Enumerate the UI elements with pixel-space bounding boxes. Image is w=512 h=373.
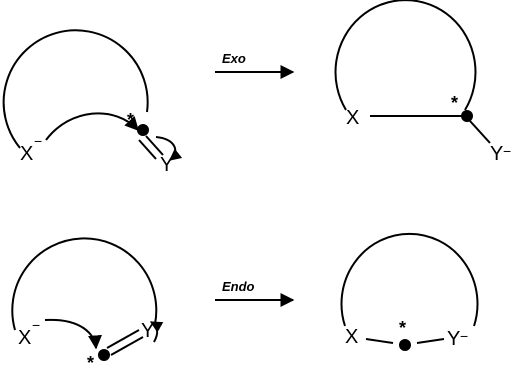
electron-shift-arrow bbox=[149, 321, 164, 343]
nucleophile-attack-arrow bbox=[45, 112, 139, 141]
exo-label: Exo bbox=[222, 51, 246, 66]
y-label: Y bbox=[447, 328, 460, 350]
negative-charge: − bbox=[503, 143, 511, 159]
reactive-carbon-atom bbox=[461, 110, 473, 122]
y-label: Y bbox=[490, 143, 503, 165]
exo-reaction-arrow: Exo bbox=[215, 51, 295, 79]
bond-carbon-to-y bbox=[416, 338, 445, 344]
exo-reactant: X − * Y bbox=[2, 29, 183, 176]
ring-arc bbox=[340, 232, 479, 327]
negative-charge: − bbox=[32, 317, 40, 333]
exo-product: X * Y − bbox=[334, 0, 511, 165]
endo-label: Endo bbox=[222, 279, 255, 294]
negative-charge: − bbox=[34, 133, 42, 149]
single-bond-to-y bbox=[469, 120, 491, 144]
label-star: * bbox=[127, 110, 134, 130]
double-bond-line-2 bbox=[138, 139, 157, 160]
electron-shift-arrow bbox=[155, 136, 183, 161]
ring-arc bbox=[11, 237, 158, 331]
endo-reactant: X − * Y bbox=[11, 237, 164, 373]
double-bond-line-1 bbox=[106, 329, 140, 349]
double-bond-line-2 bbox=[110, 336, 144, 356]
label-star: * bbox=[399, 318, 406, 338]
bond-x-to-carbon bbox=[365, 338, 394, 344]
reactive-carbon-atom bbox=[399, 339, 411, 351]
endo-reaction-arrow: Endo bbox=[215, 279, 295, 307]
label-star: * bbox=[451, 93, 458, 113]
endo-product: X * Y − bbox=[340, 232, 479, 351]
y-label: Y bbox=[160, 154, 173, 176]
x-label: X bbox=[346, 107, 359, 129]
double-bond-line-1 bbox=[145, 135, 164, 156]
reactive-carbon-atom bbox=[98, 349, 110, 361]
nucleophile-attack-arrow bbox=[44, 318, 103, 350]
x-label: X bbox=[345, 326, 358, 348]
ring-arc bbox=[2, 29, 149, 149]
label-star: * bbox=[87, 353, 94, 373]
reactive-carbon-atom bbox=[137, 124, 149, 136]
x-anion-label: X bbox=[20, 143, 33, 165]
x-anion-label: X bbox=[18, 327, 31, 349]
ring-arc bbox=[334, 0, 477, 111]
negative-charge: − bbox=[460, 328, 468, 344]
